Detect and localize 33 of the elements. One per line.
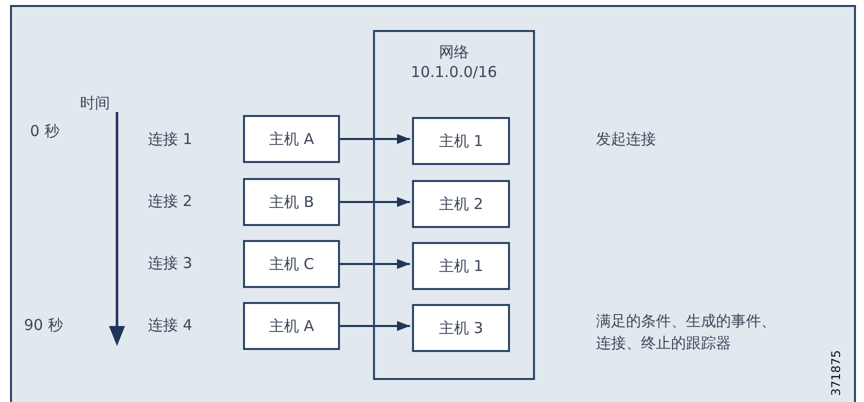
host-name: 主机 B (268, 192, 314, 213)
host-name: 主机 3 (438, 318, 484, 339)
note-text: 满足的条件、生成的事件、连接、终止的跟踪器 (596, 311, 777, 354)
host-box (412, 117, 510, 165)
host-name: 主机 A (268, 128, 314, 150)
host-name: 主机 A (268, 316, 314, 337)
axis-title: 时间 (80, 93, 111, 114)
host-name: 主机 C (268, 254, 314, 275)
connection-label: 连接 1 (148, 129, 194, 150)
connection-label: 连接 3 (148, 253, 194, 274)
host-box (243, 115, 340, 163)
arrow (340, 321, 410, 331)
connection-label: 连接 4 (148, 315, 194, 336)
network-box (373, 30, 535, 380)
arrow (340, 259, 410, 269)
host-name: 主机 1 (438, 130, 484, 152)
arrow (340, 134, 410, 144)
subnet-label: 10.1.0.0/16 (410, 62, 498, 82)
group-title: 网络 (439, 42, 469, 62)
time-label: 0 秒 (30, 121, 60, 142)
host-name: 主机 2 (438, 194, 484, 215)
host-box (412, 180, 510, 228)
host-box (412, 242, 510, 290)
arrow (340, 197, 410, 207)
figure-number: 371875 (829, 350, 843, 396)
host-name: 主机 1 (438, 256, 484, 277)
host-box (243, 302, 340, 350)
host-box (243, 178, 340, 226)
connection-label: 连接 2 (148, 191, 194, 212)
host-box (412, 304, 510, 352)
host-box (243, 240, 340, 288)
time-label: 90 秒 (24, 315, 64, 336)
note-text: 发起连接 (596, 129, 657, 150)
